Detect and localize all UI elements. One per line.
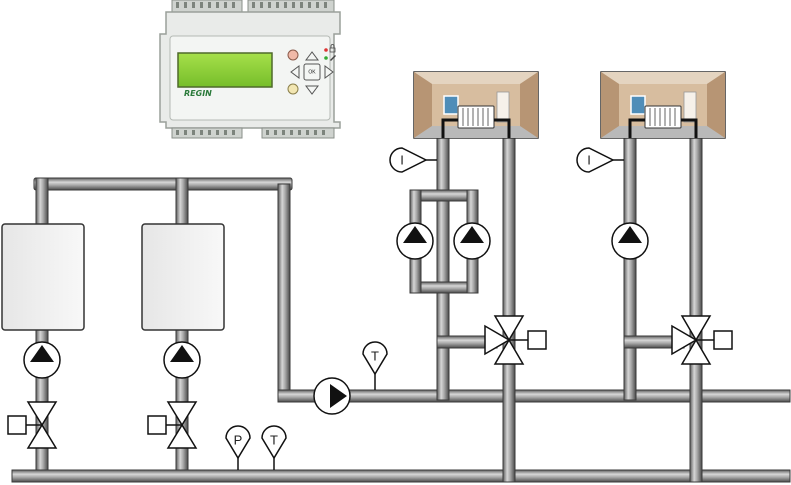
controller-nav-keys[interactable] bbox=[290, 51, 334, 95]
actuator-icon bbox=[7, 415, 27, 435]
circulation-pump-icon bbox=[611, 222, 649, 260]
pipe-circuit2-return bbox=[689, 137, 703, 483]
pipe-boiler1-riser bbox=[35, 177, 49, 227]
circulation-pump-icon bbox=[163, 341, 201, 379]
circulation-pump-icon bbox=[396, 222, 434, 260]
radiator-icon bbox=[457, 105, 495, 129]
three-way-valve-icon bbox=[484, 315, 547, 365]
svg-text:I: I bbox=[400, 153, 404, 168]
boiler bbox=[1, 223, 85, 331]
circulation-pump-icon bbox=[453, 222, 491, 260]
pipe-supply-header bbox=[277, 389, 791, 403]
controller-brand: REGIN bbox=[184, 89, 212, 98]
door-icon bbox=[496, 91, 510, 123]
door-icon bbox=[683, 91, 697, 123]
room-radiator-icon bbox=[600, 71, 726, 139]
circulation-pump-icon bbox=[23, 341, 61, 379]
controller-display bbox=[177, 52, 273, 88]
pipe-boiler2-riser bbox=[175, 177, 189, 227]
pipework bbox=[11, 137, 791, 483]
pipe-circuit2-supply bbox=[623, 137, 637, 401]
indoor-sensor-icon: I bbox=[576, 147, 624, 173]
nav-ok-button[interactable] bbox=[303, 63, 321, 81]
svg-text:I: I bbox=[587, 153, 591, 168]
nav-right-icon[interactable] bbox=[324, 65, 334, 79]
window-icon bbox=[443, 95, 459, 115]
pipe-return-header bbox=[11, 469, 791, 483]
led-green-icon bbox=[324, 56, 328, 60]
led-red-icon bbox=[324, 48, 328, 52]
actuator-icon bbox=[147, 415, 167, 435]
actuator-icon bbox=[527, 330, 547, 350]
three-way-valve-icon bbox=[671, 315, 733, 365]
svg-text:T: T bbox=[270, 433, 278, 448]
temperature-sensor-icon: T bbox=[261, 425, 287, 470]
nav-left-icon[interactable] bbox=[290, 65, 300, 79]
regin-controller: REGIN OK bbox=[159, 0, 341, 139]
pipe-top-header bbox=[33, 177, 293, 191]
window-icon bbox=[630, 95, 646, 115]
pressure-sensor-icon: P bbox=[225, 425, 251, 470]
temperature-sensor-icon: T bbox=[362, 341, 388, 390]
actuator-icon bbox=[713, 330, 733, 350]
radiator-icon bbox=[644, 105, 682, 129]
pipe-circuit1-supply bbox=[436, 137, 450, 401]
circulation-pump-icon bbox=[313, 377, 351, 415]
room-radiator-icon bbox=[413, 71, 539, 139]
pencil-icon bbox=[330, 55, 336, 61]
nav-down-icon[interactable] bbox=[305, 85, 319, 95]
pipe-circuit1-return bbox=[502, 137, 516, 483]
key-lock-icon bbox=[329, 44, 336, 53]
indoor-sensor-icon: I bbox=[389, 147, 437, 173]
nav-up-icon[interactable] bbox=[305, 51, 319, 61]
nav-ok-label: OK bbox=[308, 70, 316, 76]
controller-clear-button[interactable] bbox=[287, 83, 299, 95]
boiler bbox=[141, 223, 225, 331]
shutoff-valve-icon bbox=[7, 401, 58, 449]
controller-alarm-button[interactable] bbox=[287, 49, 299, 61]
shutoff-valve-icon bbox=[147, 401, 198, 449]
pipe-header-drop bbox=[277, 183, 291, 401]
svg-text:T: T bbox=[371, 349, 379, 364]
svg-text:P: P bbox=[234, 433, 243, 448]
